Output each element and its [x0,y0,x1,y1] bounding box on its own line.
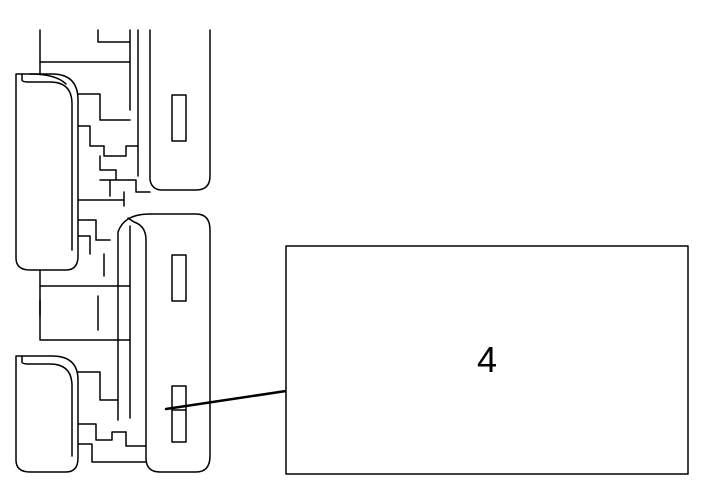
middle-mechanism [39,93,151,287]
lower-rail-slot-upper [171,254,187,302]
callout-leader-line [164,389,288,411]
lower-mechanism [77,371,147,463]
lower-rail-slot-lower [171,385,187,443]
upper-left-block [15,73,79,271]
lower-left-block [15,355,79,473]
callout-box [285,245,689,475]
rear-plate-bottom [39,285,131,341]
lower-rail [117,213,211,473]
upper-rail-slot [171,94,187,142]
rear-plate-top [39,29,131,111]
upper-rail [137,29,211,191]
